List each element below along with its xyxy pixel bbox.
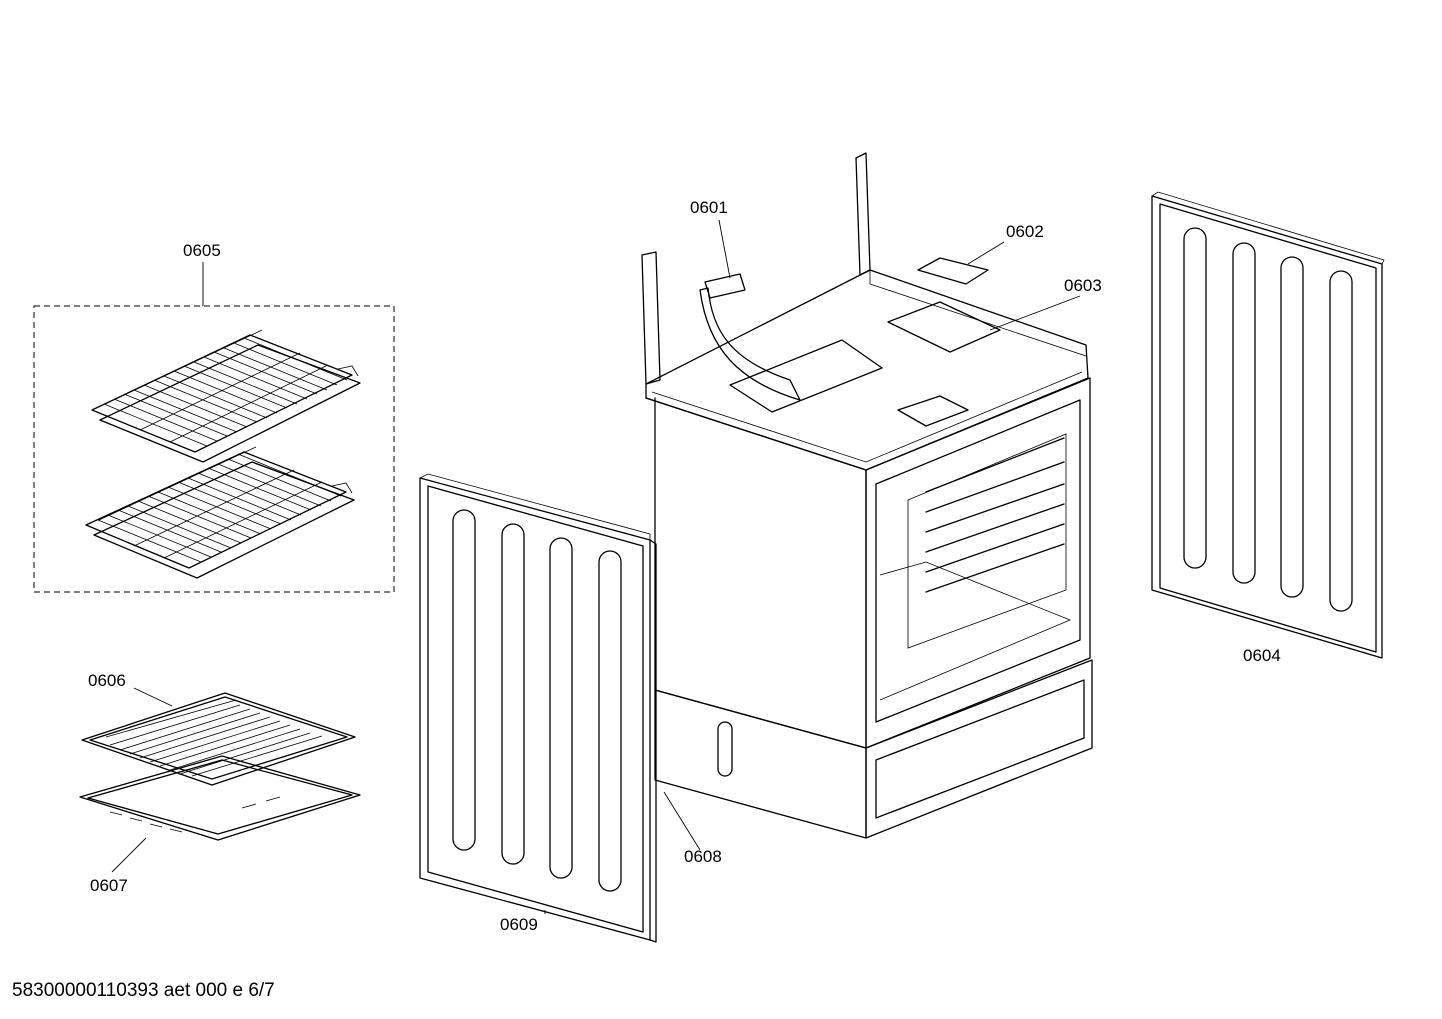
side-panel-left-0609 [419, 473, 657, 943]
label-0606: 0606 [88, 671, 126, 690]
side-panel-right-0604 [1151, 191, 1385, 659]
label-0602: 0602 [1006, 222, 1044, 241]
oven-rack-upper [91, 329, 361, 463]
label-0604: 0604 [1243, 646, 1281, 665]
grill-insert-0606 [81, 687, 356, 786]
label-0603: 0603 [1064, 276, 1102, 295]
label-0607: 0607 [90, 876, 128, 895]
label-0608: 0608 [684, 847, 722, 866]
label-0605: 0605 [183, 241, 221, 260]
oven-rack-lower [85, 446, 355, 579]
document-reference-footer: 58300000110393 aet 000 e 6/7 [12, 980, 275, 1001]
rack-set-boundary [33, 305, 395, 593]
label-0601: 0601 [690, 198, 728, 217]
oven-rack-set-0605 [33, 262, 395, 593]
oven-cabinet-body [641, 152, 1093, 851]
label-0609: 0609 [500, 915, 538, 934]
baking-tray-0607 [79, 755, 361, 873]
